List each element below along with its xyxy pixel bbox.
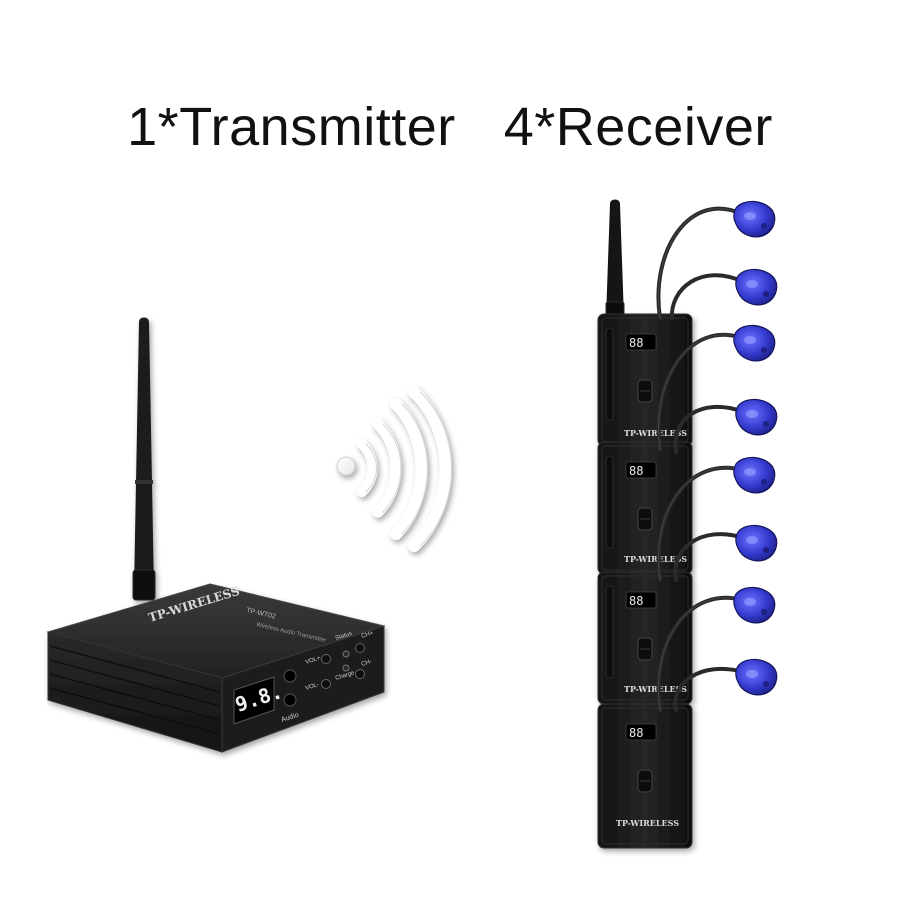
ch-up-label: CH+: [361, 630, 375, 640]
receiver-3-display: 88: [629, 594, 643, 608]
earpiece-2a-icon: [733, 324, 776, 362]
receiver-4-brand: TP-WIRELESS: [616, 818, 679, 828]
receiver-unit-3: 88 TP-WIRELESS: [597, 571, 693, 705]
receiver-unit-2: 88 TP-WIRELESS: [597, 441, 693, 575]
receiver-2-display: 88: [629, 464, 643, 478]
receiver-count-label: 4*Receiver: [503, 97, 773, 157]
earpiece-2b-icon: [735, 398, 778, 436]
receiver-3-brand: TP-WIRELESS: [624, 684, 687, 694]
headline: 1*Transmitter 4*Receiver: [0, 96, 900, 158]
status-label: Status: [335, 631, 353, 642]
earpiece-3b-icon: [735, 524, 778, 562]
charge-led: [342, 664, 350, 672]
receiver-antenna: [605, 199, 625, 321]
ch-down-button[interactable]: [355, 669, 365, 679]
audio-jack-top[interactable]: [283, 669, 297, 683]
vol-up-label: VOL+: [305, 655, 322, 666]
receiver-unit-4: 88 TP-WIRELESS: [597, 703, 693, 849]
transmitter-count-label: 1*Transmitter: [127, 97, 456, 157]
audio-jack-bottom[interactable]: [283, 693, 297, 707]
earpiece-4a-icon: [733, 586, 776, 624]
vol-down-button[interactable]: [321, 679, 331, 689]
charge-label: Charge: [335, 670, 356, 682]
transmitter-device: TP-WIRELESS TP-WT02 Wireless Audio Trans…: [46, 317, 386, 753]
receiver-2-brand: TP-WIRELESS: [624, 554, 687, 564]
transmitter-antenna: [132, 317, 156, 601]
vol-up-button[interactable]: [321, 654, 331, 664]
receiver-1-display: 88: [629, 336, 643, 350]
wireless-signal-icon: [336, 386, 452, 552]
earpiece-3a-icon: [733, 456, 776, 494]
earpiece-4b-icon: [735, 658, 778, 696]
receiver-unit-1: 88 TP-WIRELESS: [597, 313, 693, 447]
vol-down-label: VOL-: [305, 682, 320, 692]
receiver-1-brand: TP-WIRELESS: [624, 428, 687, 438]
earpiece-1a-icon: [733, 200, 776, 238]
status-led: [342, 650, 350, 658]
receiver-stack: 88 TP-WIRELESS 88 TP-WIRELESS 88 TP-WIRE…: [597, 199, 778, 849]
earpiece-1b-icon: [735, 268, 778, 306]
ch-down-label: CH-: [361, 659, 373, 668]
receiver-4-display: 88: [629, 726, 643, 740]
ch-up-button[interactable]: [355, 643, 365, 653]
